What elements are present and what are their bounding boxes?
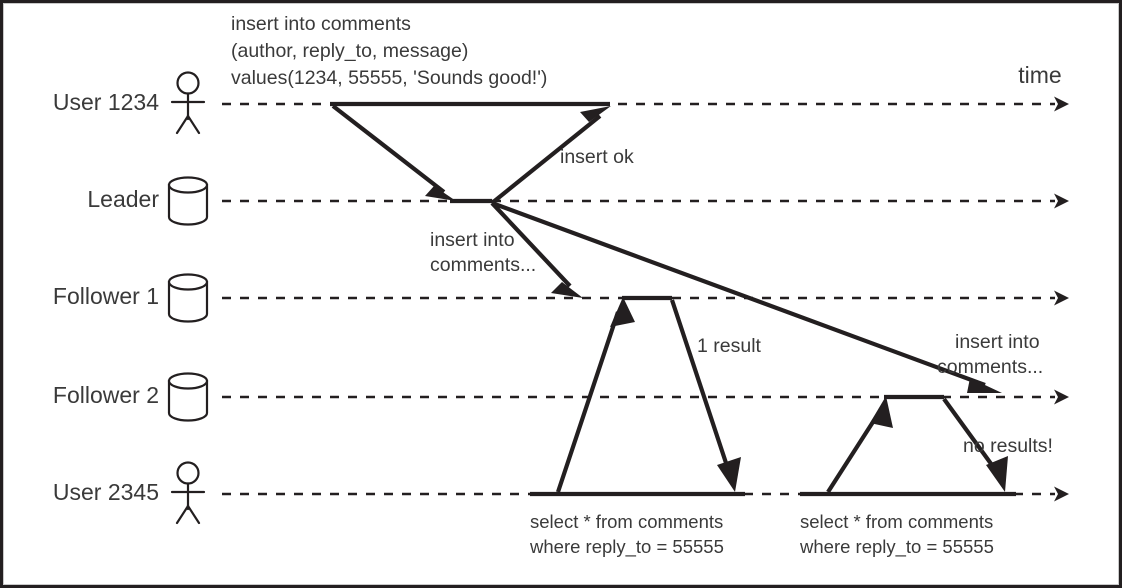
actor-stick-figure-icon-user2345 bbox=[170, 461, 206, 525]
lifeline-label-leader: Leader bbox=[87, 186, 159, 212]
lifeline-label-user2345: User 2345 bbox=[53, 479, 159, 505]
note-replicate-follower2-line-1: insert into bbox=[955, 331, 1040, 353]
time-axis-label: time bbox=[1018, 62, 1061, 88]
note-one-result: 1 result bbox=[697, 335, 762, 357]
note-query-right: select * from comments where reply_to = … bbox=[799, 511, 994, 558]
note-query-left: select * from comments where reply_to = … bbox=[529, 511, 724, 558]
lifeline-user1234 bbox=[222, 96, 1069, 112]
note-one-result-line-1: 1 result bbox=[697, 335, 762, 357]
message-arrow-follower1-to-user2345 bbox=[670, 299, 741, 492]
note-query-right-line-2: where reply_to = 55555 bbox=[799, 536, 994, 558]
message-arrow-leader-to-follower1 bbox=[490, 201, 583, 298]
database-cylinder-icon-leader bbox=[167, 176, 209, 226]
note-insert-statement-line-1: insert into comments bbox=[231, 13, 411, 35]
database-cylinder-icon-follower2 bbox=[167, 372, 209, 422]
message-arrow-leader-to-user1234-ok bbox=[490, 106, 611, 205]
note-insert-ok-line-1: insert ok bbox=[560, 146, 634, 168]
lifeline-label-user1234: User 1234 bbox=[53, 89, 159, 115]
message-arrow-user1234-to-leader-insert bbox=[331, 104, 456, 201]
note-query-left-line-2: where reply_to = 55555 bbox=[529, 536, 724, 558]
message-arrow-user2345-to-follower2 bbox=[826, 396, 893, 494]
note-insert-ok: insert ok bbox=[560, 146, 634, 168]
note-insert-statement: insert into comments (author, reply_to, … bbox=[231, 13, 547, 89]
lifeline-label-follower2: Follower 2 bbox=[53, 382, 159, 408]
note-replicate-follower1-line-2: comments... bbox=[430, 254, 536, 276]
lifeline-follower2 bbox=[222, 389, 1069, 405]
message-arrow-user2345-to-follower1 bbox=[556, 297, 635, 493]
message-arrow-leader-to-follower2 bbox=[491, 201, 1002, 393]
message-arrow-follower2-to-user2345 bbox=[942, 397, 1008, 492]
note-replicate-follower2-line-2: comments... bbox=[937, 356, 1043, 378]
note-insert-statement-line-2: (author, reply_to, message) bbox=[231, 40, 468, 62]
note-insert-statement-line-3: values(1234, 55555, 'Sounds good!') bbox=[231, 67, 547, 89]
note-replicate-follower2: insert into comments... bbox=[937, 331, 1043, 378]
actor-stick-figure-icon-user1234 bbox=[170, 71, 206, 135]
note-query-left-line-1: select * from comments bbox=[530, 511, 723, 532]
lifeline-label-follower1: Follower 1 bbox=[53, 283, 159, 309]
note-no-results: no results! bbox=[963, 435, 1053, 457]
note-query-right-line-1: select * from comments bbox=[800, 511, 993, 532]
note-no-results-line-1: no results! bbox=[963, 435, 1053, 457]
lifeline-leader bbox=[222, 193, 1069, 209]
note-replicate-follower1: insert into comments... bbox=[430, 229, 536, 276]
database-cylinder-icon-follower1 bbox=[167, 273, 209, 323]
note-replicate-follower1-line-1: insert into bbox=[430, 229, 515, 251]
